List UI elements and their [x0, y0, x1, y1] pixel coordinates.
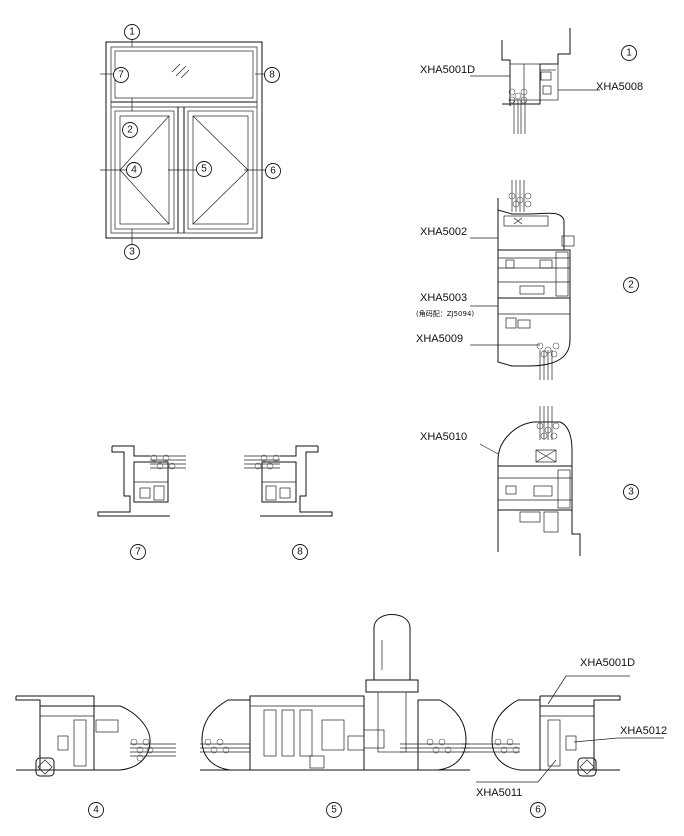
- label-xha5009: XHA5009: [416, 333, 463, 345]
- label-xha5002: XHA5002: [420, 226, 467, 238]
- section-number-8: 8: [297, 547, 303, 558]
- section-callout-3: [623, 484, 639, 500]
- section-number-1: 1: [626, 48, 632, 59]
- label-xha5010: XHA5010: [420, 431, 467, 443]
- label-xha5008: XHA5008: [596, 81, 643, 93]
- elev-callout-7: 7: [113, 67, 129, 83]
- section-number-4: 4: [93, 805, 99, 816]
- section-1: XHA5001D XHA5008 1: [420, 28, 643, 134]
- glass-mark: [171, 63, 181, 73]
- section-8: 8: [244, 445, 333, 560]
- section-callout-1: [621, 45, 637, 61]
- label-xha5003-note: (角码配：ZJ5094): [416, 309, 474, 318]
- elev-callout-1: 1: [124, 24, 140, 40]
- section-callout-2: [623, 277, 639, 293]
- elev-callout-4: 4: [126, 162, 142, 178]
- svg-text:2: 2: [127, 125, 133, 136]
- section-number-5: 5: [331, 805, 337, 816]
- label-xha5001d-top: XHA5001D: [420, 64, 475, 76]
- svg-text:8: 8: [269, 70, 275, 81]
- svg-text:1: 1: [129, 27, 135, 38]
- label-xha5003: XHA5003: [420, 292, 467, 304]
- section-number-3: 3: [628, 487, 634, 498]
- section-2: XHA5002 XHA5003 (角码配：ZJ5094) XHA5009 2: [416, 180, 639, 380]
- elev-callout-8: 8: [264, 67, 280, 83]
- elev-callout-5: 5: [196, 161, 212, 177]
- section-number-7: 7: [135, 547, 141, 558]
- elev-callout-3: 3: [124, 244, 140, 260]
- section-number-6: 6: [535, 805, 541, 816]
- elev-callout-6: 6: [265, 163, 281, 179]
- left-opening-line: [119, 169, 170, 225]
- section-number-2: 2: [628, 280, 634, 291]
- fixed-pane: [114, 50, 254, 99]
- section-5: 5: [200, 614, 470, 818]
- svg-text:6: 6: [270, 166, 276, 177]
- glass-mark: [175, 65, 187, 77]
- section-7: 7: [97, 445, 186, 560]
- section-3: XHA5010 3: [420, 406, 639, 556]
- elev-callout-2: 2: [122, 122, 138, 138]
- left-opening-line: [119, 115, 170, 171]
- glass-mark: [180, 69, 190, 79]
- label-xha5011: XHA5011: [476, 787, 522, 799]
- label-xha5001d-bottom: XHA5001D: [580, 657, 635, 669]
- label-xha5012: XHA5012: [620, 725, 667, 737]
- handle-icon: [373, 614, 411, 681]
- window-elevation: 1 2 3 4 5 6 7 8: [100, 24, 281, 260]
- outer-frame: [105, 41, 263, 239]
- section-4: 4: [15, 695, 176, 818]
- right-opening-line: [192, 169, 249, 225]
- svg-text:7: 7: [118, 70, 124, 81]
- svg-text:5: 5: [201, 164, 207, 175]
- section-6: XHA5001D XHA5012 XHA5011 6: [462, 657, 667, 818]
- svg-text:3: 3: [129, 247, 135, 258]
- right-opening-line: [192, 115, 249, 171]
- svg-text:4: 4: [131, 165, 137, 176]
